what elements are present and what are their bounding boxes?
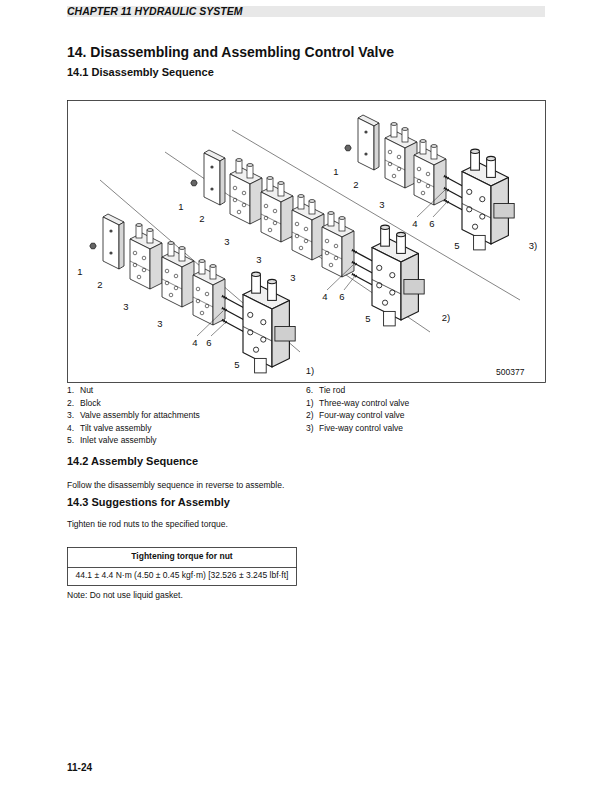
body-text: 3) — [306, 424, 314, 434]
leader-line — [433, 202, 447, 217]
table-header: Tightening torque for nut — [67, 552, 297, 562]
callout-number: 3 — [156, 319, 163, 330]
inlet-valve — [243, 272, 295, 373]
body-text: Valve assembly for attachments — [80, 411, 200, 421]
body-text: Inlet valve assembly — [80, 436, 157, 446]
body-text: Four-way control valve — [319, 411, 405, 421]
callout-number: 2 — [352, 180, 359, 191]
torque-table — [68, 548, 297, 586]
block — [204, 150, 225, 205]
section-heading: 14.2 Assembly Sequence — [67, 455, 198, 468]
leader-line — [327, 265, 353, 290]
section-heading: 14.1 Disassembly Sequence — [67, 66, 214, 79]
leader-line — [344, 276, 355, 290]
callout-number: 3 — [122, 302, 129, 313]
callout-number: 1) — [305, 366, 315, 377]
callout-number: 2) — [441, 313, 451, 324]
callout-number: 6 — [205, 338, 212, 349]
attachment-valve — [130, 224, 162, 290]
axis-lines — [100, 130, 520, 352]
callout-number: 6 — [428, 219, 435, 230]
inlet-valve — [462, 149, 514, 250]
chapter-header: CHAPTER 11 HYDRAULIC SYSTEM — [67, 5, 242, 17]
page-title: 14. Disassembling and Assembling Control… — [67, 44, 394, 60]
leader-line — [197, 311, 223, 336]
callout-number: 6 — [338, 292, 345, 303]
table-cell: 44.1 ± 4.4 N·m (4.50 ± 0.45 kgf·m) [32.5… — [67, 571, 297, 581]
body-text: Tie rod — [319, 386, 345, 396]
body-text: 500377 — [496, 368, 524, 378]
attachment-valve — [230, 159, 262, 225]
nut — [191, 180, 197, 186]
inlet-valve — [372, 225, 424, 326]
callout-number: 3 — [255, 255, 262, 266]
callout-number: 5 — [453, 241, 460, 252]
body-text: 1. — [67, 386, 74, 396]
body-text: 2) — [306, 411, 314, 421]
callout-number: 5 — [364, 314, 371, 325]
callout-number: 1 — [177, 202, 184, 213]
attachment-valve — [162, 242, 194, 308]
body-text: Three-way control valve — [319, 399, 409, 409]
section-heading: 14.3 Suggestions for Assembly — [67, 496, 230, 509]
tilt-valve — [414, 140, 446, 206]
body-text: Block — [80, 399, 101, 409]
block — [358, 115, 379, 170]
attachment-valve — [292, 195, 324, 261]
body-text: 4. — [67, 424, 74, 434]
callout-number: 1 — [76, 267, 83, 278]
nut — [345, 145, 351, 151]
tilt-valve — [322, 212, 354, 278]
figure-frame — [68, 101, 546, 383]
attachment-valve — [261, 177, 293, 243]
page-number: 11-24 — [67, 762, 92, 774]
nut — [90, 243, 96, 249]
body-text: 3. — [67, 411, 74, 421]
body-text: 2. — [67, 399, 74, 409]
callout-number: 3 — [378, 200, 385, 211]
tilt-valve — [193, 260, 225, 326]
callout-number: 4 — [321, 292, 328, 303]
callout-number: 3) — [528, 241, 538, 252]
leader-line — [211, 322, 226, 336]
callout-number: 4 — [411, 219, 418, 230]
callout-number: 2 — [96, 280, 103, 291]
callout-number: 1 — [332, 167, 339, 178]
leader-line — [417, 190, 445, 217]
body-text: Tilt valve assembly — [80, 424, 151, 434]
header-band — [67, 6, 545, 17]
body-text: 1) — [306, 399, 314, 409]
attachment-valve — [385, 123, 417, 189]
body-text: 6. — [306, 386, 313, 396]
body-text: Follow the disassembly sequence in rever… — [67, 481, 284, 491]
body-text: Note: Do not use liquid gasket. — [67, 591, 183, 601]
body-text: Five-way control valve — [319, 424, 403, 434]
body-text: Tighten tie rod nuts to the specified to… — [67, 520, 228, 530]
block — [103, 214, 124, 269]
callout-number: 2 — [198, 214, 205, 225]
callout-number: 5 — [233, 360, 240, 371]
callout-number: 3 — [289, 273, 296, 284]
body-text: 5. — [67, 436, 74, 446]
callout-number: 4 — [191, 338, 198, 349]
callout-number: 3 — [223, 237, 230, 248]
body-text: Nut — [80, 386, 93, 396]
